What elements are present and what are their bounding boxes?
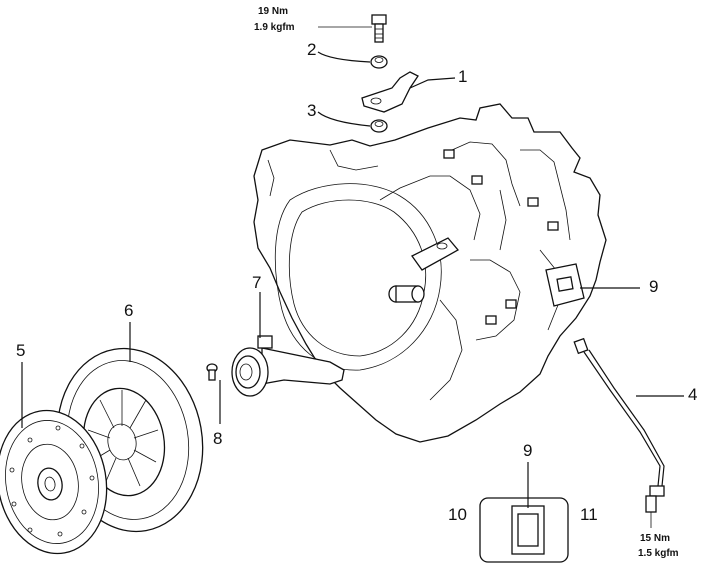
- bolt-top: [371, 14, 387, 43]
- callout-9-top: 9: [649, 277, 658, 296]
- callout-2: 2: [307, 40, 316, 59]
- callout-10: 10: [448, 505, 467, 524]
- clutch-pipe-part-4: [573, 337, 665, 513]
- callout-3: 3: [307, 101, 316, 120]
- callout-4: 4: [688, 385, 697, 404]
- torque-bottom-nm: 15 Nm: [640, 533, 670, 544]
- leader-3: [317, 111, 371, 127]
- clutch-disc-part-5: [0, 409, 108, 555]
- bolt-part-8: [206, 363, 218, 381]
- callout-6: 6: [124, 301, 133, 320]
- callout-5: 5: [16, 341, 25, 360]
- leader-2: [317, 51, 371, 63]
- callout-1: 1: [458, 67, 467, 86]
- cover-plate-part-9: [545, 263, 585, 307]
- torque-top-kgfm: 1.9 kgfm: [254, 22, 295, 33]
- callout-7: 7: [252, 273, 261, 292]
- torque-bottom-kgfm: 1.5 kgfm: [638, 548, 679, 559]
- inset-detail: [479, 497, 569, 563]
- bracket-part-1: [361, 71, 419, 113]
- callout-11: 11: [580, 505, 598, 524]
- transaxle-case: [253, 103, 607, 443]
- leader-1: [409, 77, 456, 89]
- callout-9-inset: 9: [523, 441, 532, 460]
- nut-part-2: [370, 55, 388, 69]
- torque-top-nm: 19 Nm: [258, 6, 288, 17]
- callout-8: 8: [213, 429, 222, 448]
- nut-part-3: [370, 119, 388, 133]
- release-cylinder-part-7: [231, 335, 345, 397]
